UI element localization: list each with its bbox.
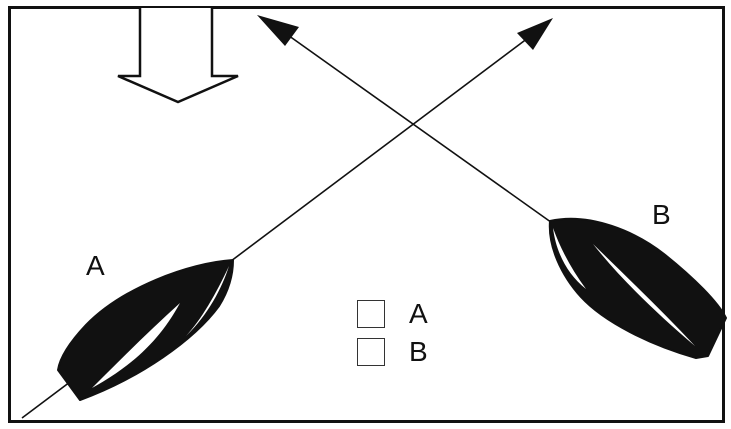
answer-option-b-label: B: [409, 338, 428, 366]
wind-direction-arrow-icon: [118, 8, 238, 102]
boat-b-label: B: [652, 201, 671, 229]
boat-b-course-line: [285, 33, 555, 225]
boat-a-label: A: [86, 252, 105, 280]
boat-a-course-arrowhead: [517, 18, 553, 50]
answer-option-a[interactable]: A: [357, 300, 428, 328]
answer-checkbox-b[interactable]: [357, 338, 385, 366]
answer-checkbox-a[interactable]: [357, 300, 385, 328]
answer-option-a-label: A: [409, 300, 428, 328]
boat-b-course-arrowhead: [257, 15, 299, 46]
boat-a-hull: [58, 260, 233, 400]
boat-b-hull: [550, 219, 726, 358]
answer-option-b[interactable]: B: [357, 338, 428, 366]
